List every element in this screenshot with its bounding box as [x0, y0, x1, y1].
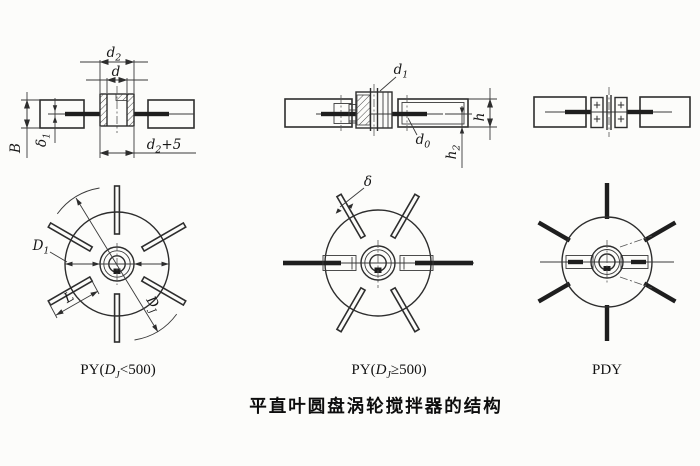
disc-edge — [565, 109, 591, 115]
dim-label-d2: d2 — [107, 45, 122, 64]
pdy-side-view — [533, 87, 691, 137]
type-label-left-suffix: <500) — [119, 362, 156, 378]
dim-label-d1: d1 — [394, 62, 409, 81]
middle-side-view: d1 d0 h h2 — [284, 62, 497, 168]
hub-circles — [590, 240, 624, 285]
disc-edge — [65, 111, 100, 117]
dimension-B: B — [8, 92, 40, 158]
disc-edge — [392, 111, 427, 117]
blades — [537, 183, 677, 341]
dimension-d0: d0 — [407, 117, 431, 151]
blade-edge-on — [283, 260, 341, 266]
dim-label-D1: D1 — [32, 238, 50, 257]
blades — [335, 193, 421, 333]
dimension-D1: D1 — [32, 238, 169, 267]
type-label-middle-suffix: ≥500) — [390, 362, 427, 378]
left-side-view: d2 d B δ1 d — [8, 45, 196, 158]
type-label-middle: PY(DJ≥500) — [319, 362, 459, 381]
dim-label-d2plus5: d2+5 — [147, 137, 182, 156]
dim-label-h: h — [472, 113, 488, 122]
dimension-h2: h2 — [444, 106, 472, 168]
dimension-d1: d1 — [379, 62, 409, 92]
type-label-left-symbol: D — [104, 362, 116, 378]
bolt-marks — [593, 101, 625, 123]
blade-bracket — [322, 255, 357, 271]
dim-label-delta: δ — [364, 174, 372, 190]
dim-label-d0: d0 — [416, 132, 431, 151]
figure-caption: 平直叶圆盘涡轮搅拌器的结构 — [249, 396, 503, 416]
middle-top-view: δ — [283, 174, 474, 333]
type-label-left-prefix: PY( — [80, 362, 105, 378]
type-label-right: PDY — [591, 362, 622, 378]
dim-label-delta1: δ1 — [34, 133, 53, 147]
disc-edge — [627, 109, 653, 115]
disc-edge — [134, 111, 169, 117]
dim-label-B: B — [8, 143, 24, 154]
hub-circles — [360, 240, 396, 288]
dimension-delta: δ — [335, 174, 372, 214]
dim-label-DJ: DJ — [140, 292, 165, 316]
hub — [99, 86, 135, 133]
disc-edge — [321, 111, 356, 117]
dimension-d2: d2 — [80, 45, 148, 93]
hub — [348, 84, 393, 136]
pdy-top-view — [537, 183, 677, 341]
blade-bracket — [399, 255, 434, 271]
dim-label-d: d — [112, 64, 121, 80]
hub — [590, 87, 628, 137]
left-top-view: D1 DJ L — [32, 185, 187, 343]
dimension-delta1: δ1 — [34, 98, 58, 147]
dimension-d: d — [86, 64, 148, 93]
blade-bracket — [620, 255, 649, 269]
blade-bracket — [565, 255, 594, 269]
type-label-left-subscript: J — [115, 370, 120, 381]
dimension-d2plus5: d2+5 — [99, 127, 196, 158]
type-label-middle-symbol: D — [375, 362, 387, 378]
blade-edge-on — [568, 259, 583, 265]
blade-edge-on — [631, 259, 646, 265]
type-label-left: PY(DJ<500) — [48, 362, 188, 381]
dim-label-h2: h2 — [444, 145, 463, 160]
type-label-middle-subscript: J — [386, 370, 391, 381]
blade-edge-on — [415, 260, 473, 266]
type-label-middle-prefix: PY( — [351, 362, 376, 378]
blades — [47, 185, 187, 343]
dimension-h: h — [468, 88, 497, 140]
